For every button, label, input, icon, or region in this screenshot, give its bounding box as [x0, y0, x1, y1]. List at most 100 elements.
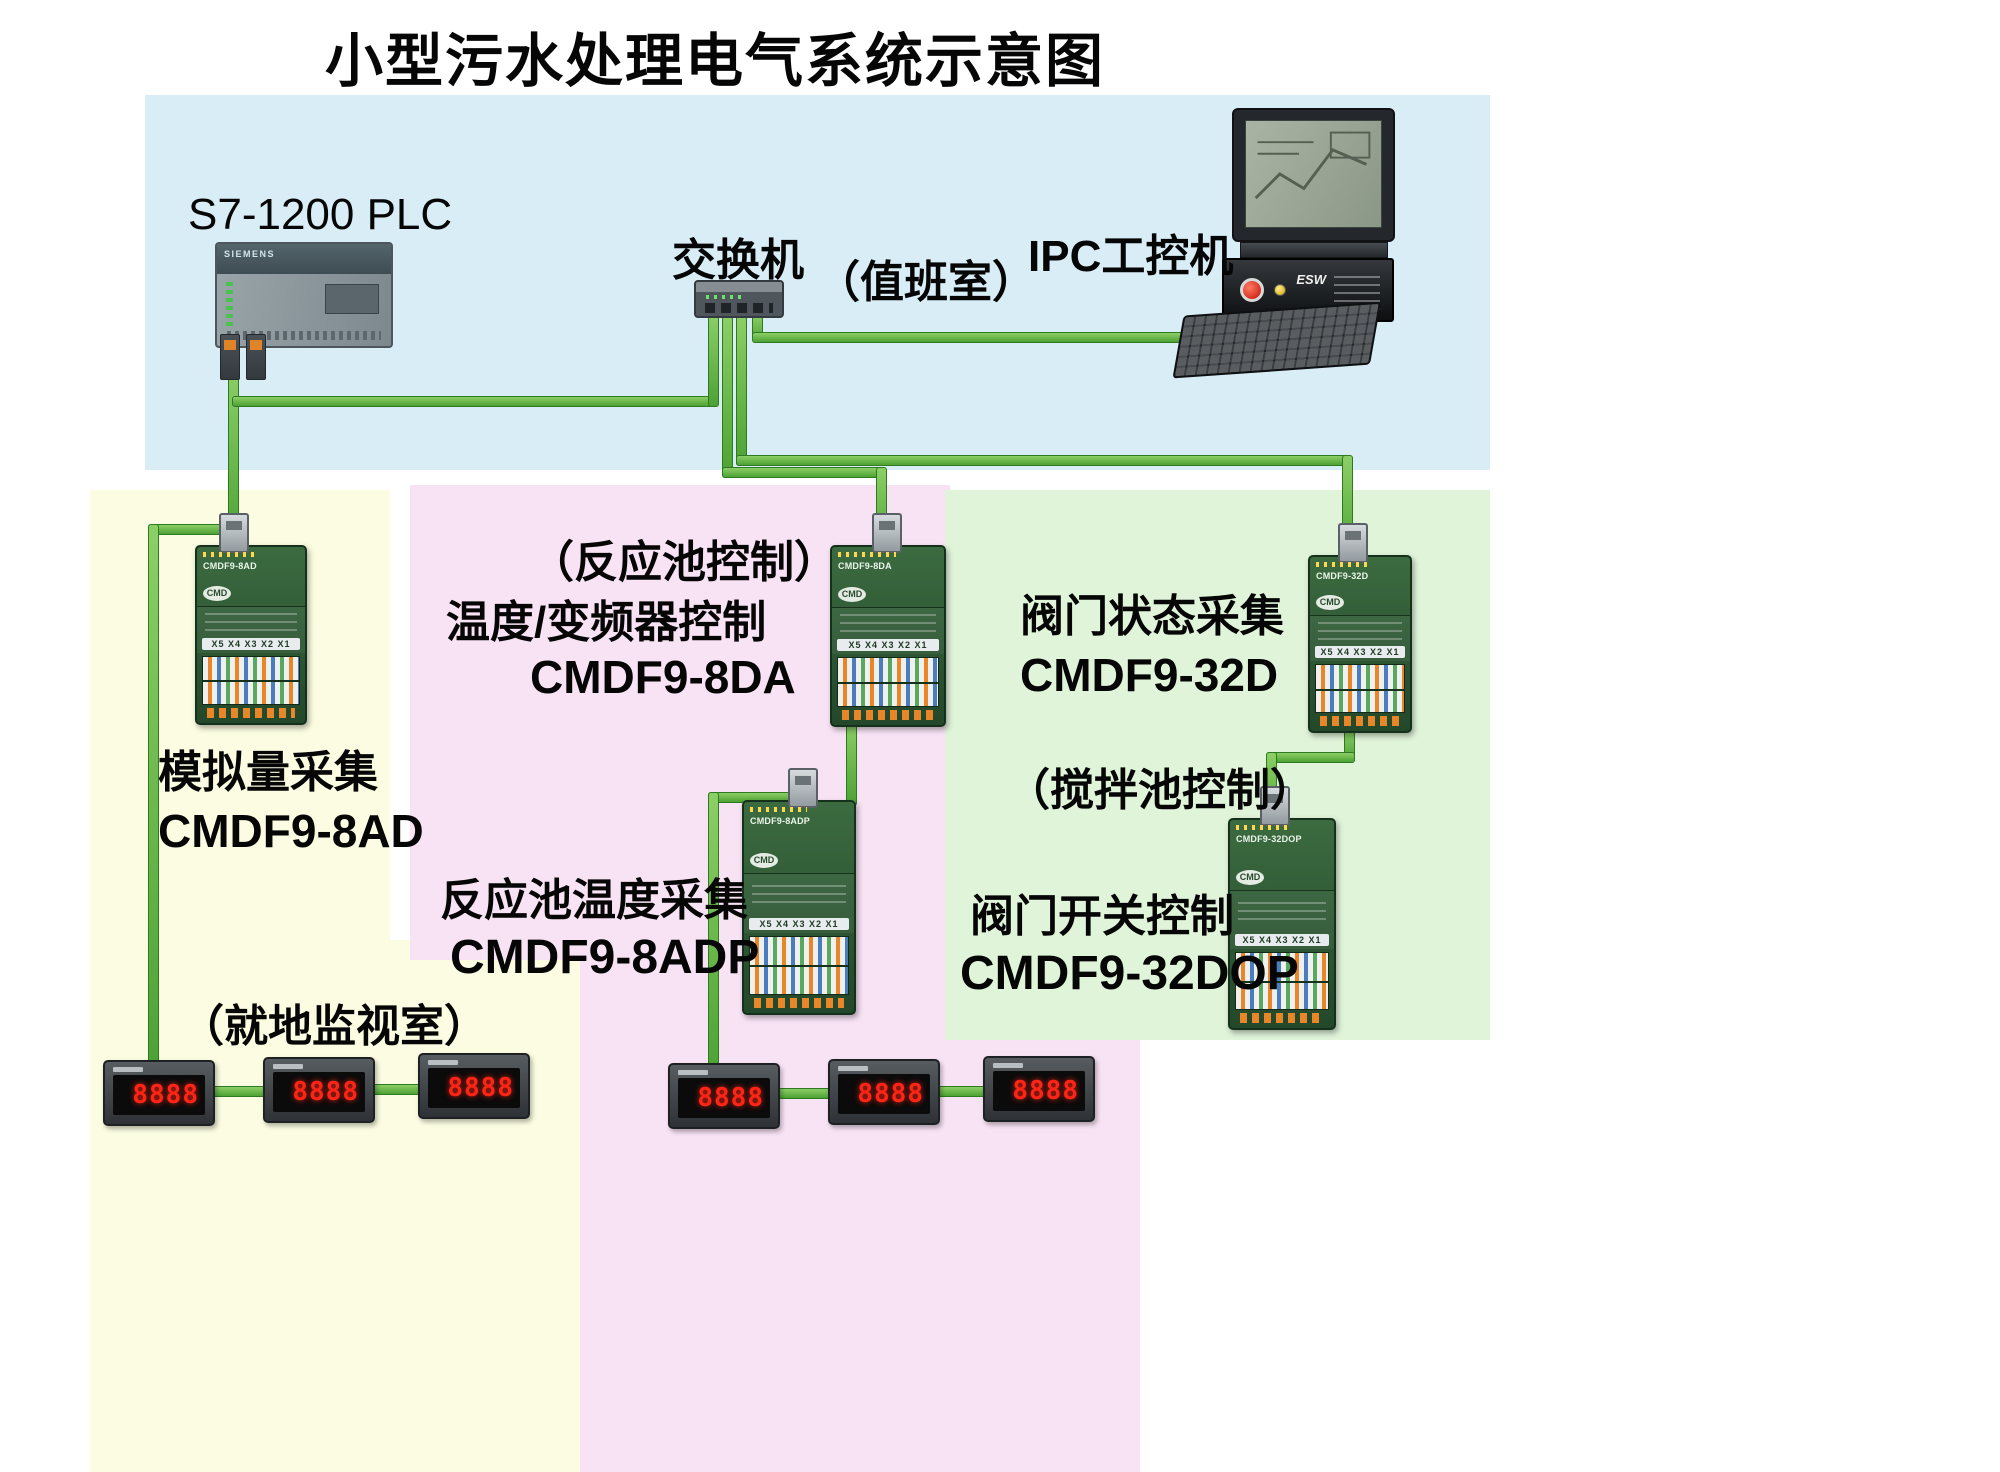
cmd-logo: CMD — [203, 585, 231, 601]
screen-graphics — [1254, 131, 1371, 200]
module-body: X5 X4 X3 X2 X1 — [832, 607, 944, 655]
module-led-row — [750, 807, 807, 812]
ipc-front-text: ESW — [1296, 272, 1326, 287]
meter-label-strip — [113, 1067, 143, 1072]
analog-function-label: 模拟量采集 — [158, 748, 378, 797]
module-terminal-labels: X5 X4 X3 X2 X1 — [749, 917, 849, 930]
module-print-lines — [205, 612, 297, 632]
cable-switch-to-32d-v1 — [736, 314, 747, 466]
module-bus-connector — [219, 513, 249, 553]
panel-meter: 8888 — [103, 1060, 215, 1126]
meter-label-strip — [428, 1060, 458, 1065]
cmd-logo: CMD — [1316, 595, 1344, 611]
module-bus-connector — [1260, 786, 1290, 826]
plc-terminal-row — [227, 331, 381, 340]
plc-card-slot — [325, 284, 379, 314]
meter-digits: 8888 — [132, 1080, 199, 1110]
valve-lower-function-label: 阀门开关控制 — [970, 892, 1234, 941]
module-terminal-blocks — [749, 935, 849, 995]
module-body: X5 X4 X3 X2 X1 — [197, 606, 305, 653]
module-model-text: CMDF9-32D — [1316, 571, 1369, 581]
module-head: CMDF9-8AD CMD — [197, 547, 305, 607]
module-terminal-labels: X5 X4 X3 X2 X1 — [202, 637, 300, 650]
module-head: CMDF9-32D CMD — [1310, 557, 1410, 617]
cable-meter-link-left-2 — [372, 1084, 424, 1095]
cmd-logo: CMD — [750, 852, 778, 868]
module-terminal-blocks — [1315, 664, 1405, 713]
cable-8ad-elbow — [148, 524, 222, 535]
cable-meter-link-left-1 — [212, 1086, 268, 1097]
module-cmdf9-8ad: CMDF9-8AD CMD X5 X4 X3 X2 X1 — [195, 513, 307, 725]
module-cmdf9-8adp: CMDF9-8ADP CMD X5 X4 X3 X2 X1 — [742, 768, 856, 1015]
module-model-text: CMDF9-8AD — [203, 561, 257, 571]
plc-device: SIEMENS — [215, 242, 393, 348]
panel-meter: 8888 — [418, 1053, 530, 1119]
emergency-stop-button-icon — [1240, 278, 1264, 302]
cable-switch-to-8da-v1 — [722, 314, 733, 478]
module-terminal-labels: X5 X4 X3 X2 X1 — [837, 639, 939, 652]
plc-connector-a — [220, 334, 240, 380]
module-print-lines — [752, 879, 846, 904]
meter-digits: 8888 — [447, 1073, 514, 1103]
indicator-lamp-icon — [1274, 284, 1286, 296]
panel-meter: 8888 — [983, 1056, 1095, 1122]
module-wire-tabs — [842, 710, 934, 720]
cable-switch-to-ipc-h — [752, 332, 1190, 343]
meter-display: 8888 — [273, 1072, 365, 1112]
module-led-row — [203, 552, 259, 557]
module-cmdf9-32dop: CMDF9-32DOP CMD X5 X4 X3 X2 X1 — [1228, 786, 1336, 1030]
module-print-lines — [840, 613, 936, 633]
cmd-logo: CMD — [838, 586, 866, 602]
cable-plc-to-switch-v — [708, 314, 719, 407]
cable-meter-link-mid-2 — [934, 1086, 989, 1097]
meter-label-strip — [838, 1066, 868, 1071]
module-terminal-blocks — [1235, 951, 1329, 1010]
module-print-lines — [1318, 622, 1402, 641]
reaction-room-label: （反应池控制） — [530, 538, 838, 587]
module-wire-tabs — [1320, 716, 1400, 726]
module-cmdf9-32d: CMDF9-32D CMD X5 X4 X3 X2 X1 — [1308, 523, 1412, 733]
plc-brand-text: SIEMENS — [224, 249, 276, 259]
module-model-text: CMDF9-8DA — [838, 561, 892, 571]
switch-ports — [705, 303, 773, 313]
meter-display: 8888 — [993, 1071, 1085, 1111]
module-terminal-labels: X5 X4 X3 X2 X1 — [1315, 646, 1405, 659]
analog-zone-lower — [90, 940, 580, 1472]
module-print-lines — [1238, 896, 1326, 920]
module-head: CMDF9-8ADP CMD — [744, 802, 854, 874]
meter-label-strip — [273, 1064, 303, 1069]
meter-label-strip — [993, 1063, 1023, 1068]
valve-upper-function-label: 阀门状态采集 — [1020, 592, 1284, 641]
ipc-monitor — [1232, 108, 1395, 242]
valve-lower-model-label: CMDF9-32DOP — [960, 947, 1299, 1000]
module-head: CMDF9-32DOP CMD — [1230, 820, 1334, 891]
module-bus-connector — [788, 768, 818, 808]
meter-digits: 8888 — [292, 1077, 359, 1107]
cmd-logo: CMD — [1236, 869, 1264, 885]
meter-digits: 8888 — [857, 1079, 924, 1109]
meter-display: 8888 — [428, 1068, 520, 1108]
meter-digits: 8888 — [1012, 1076, 1079, 1106]
meter-digits: 8888 — [697, 1083, 764, 1113]
module-model-text: CMDF9-32DOP — [1236, 834, 1302, 844]
switch-leds — [706, 295, 746, 299]
network-switch-device — [694, 280, 784, 318]
switch-label: 交换机 — [672, 236, 804, 285]
module-wire-tabs — [754, 998, 844, 1008]
cable-switch-to-32d-h — [736, 455, 1352, 466]
module-terminal-blocks — [837, 657, 939, 707]
panel-meter: 8888 — [668, 1063, 780, 1129]
module-terminal-blocks — [202, 655, 300, 705]
module-wire-tabs — [207, 708, 295, 718]
duty-room-label: （值班室） — [816, 258, 1036, 307]
mixing-room-label: （搅拌池控制） — [1006, 766, 1314, 815]
module-led-row — [1316, 562, 1368, 567]
panel-meter: 8888 — [263, 1057, 375, 1123]
module-body: X5 X4 X3 X2 X1 — [1310, 616, 1410, 662]
module-head: CMDF9-8DA CMD — [832, 547, 944, 608]
cable-meter-link-mid-1 — [778, 1088, 834, 1099]
meter-display: 8888 — [678, 1078, 770, 1118]
reaction-lower-function-label: 反应池温度采集 — [440, 876, 748, 925]
meter-display: 8888 — [838, 1074, 930, 1114]
